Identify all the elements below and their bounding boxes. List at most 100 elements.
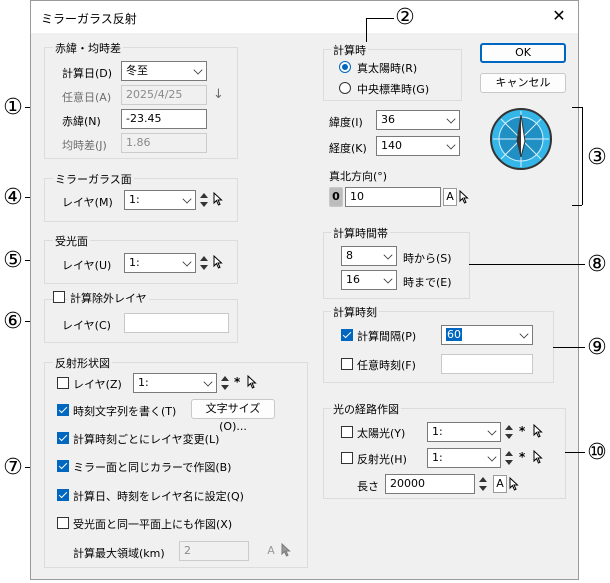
chevron-down-icon [446, 140, 456, 150]
write-time-label[interactable]: 時刻文字列を書く(T) [73, 405, 177, 418]
receiving-surface-group-title: 受光面 [53, 233, 90, 249]
exclude-layer-input[interactable] [124, 313, 229, 333]
length-input[interactable]: 20000 [385, 474, 475, 494]
max-area-a-button[interactable]: A [267, 544, 275, 557]
ok-button[interactable]: OK [480, 43, 566, 63]
reflected-layer-spinner[interactable] [504, 448, 514, 468]
any-time-input[interactable] [441, 354, 533, 374]
pick-cursor-icon[interactable] [509, 477, 519, 491]
close-icon[interactable]: ✕ [552, 6, 566, 25]
time-band-group [323, 232, 470, 299]
set-layer-name-label[interactable]: 計算日、時刻をレイヤ名に設定(Q) [73, 490, 244, 503]
mirror-layer-spinner[interactable] [199, 190, 209, 210]
time-to-label: 時まで(E) [403, 276, 452, 289]
callout-2-line-v [366, 18, 367, 42]
sunlight-checkbox[interactable] [341, 426, 353, 438]
chevron-down-icon [182, 194, 192, 204]
pick-cursor-icon[interactable] [533, 424, 543, 438]
pick-cursor-icon[interactable] [281, 543, 291, 557]
any-time-checkbox[interactable] [341, 358, 353, 370]
interval-select[interactable]: 60 [441, 325, 533, 345]
exclude-layer-group-title[interactable]: 計算除外レイヤ [68, 290, 149, 306]
set-layer-name-checkbox[interactable] [57, 489, 69, 501]
latitude-select[interactable]: 36 [376, 110, 460, 130]
calc-date-label: 計算日(D) [62, 67, 113, 80]
sunlight-label[interactable]: 太陽光(Y) [357, 427, 406, 440]
callout-5: ⑤ [3, 248, 23, 273]
equation-of-time-label: 均時差(J) [62, 139, 107, 152]
receiving-layer-spinner[interactable] [199, 253, 209, 273]
dialog-title: ミラーガラス反射 [41, 12, 137, 26]
reflected-light-checkbox[interactable] [341, 452, 353, 464]
declination-input[interactable]: -23.45 [121, 109, 207, 129]
callout-7: ⑦ [3, 455, 23, 480]
reflect-layer-label[interactable]: レイヤ(Z) [73, 378, 122, 391]
longitude-select[interactable]: 140 [376, 136, 460, 156]
mirror-surface-group [44, 178, 238, 222]
time-from-label: 時から(S) [403, 252, 452, 265]
reflect-layer-select[interactable]: 1: [133, 373, 217, 393]
reflect-layer-spinner[interactable] [220, 373, 230, 393]
arrow-down-icon[interactable]: ↓ [213, 87, 224, 102]
time-from-select[interactable]: 8 [341, 246, 397, 266]
any-date-input[interactable]: 2025/4/25 [121, 85, 207, 105]
same-color-label[interactable]: ミラー面と同じカラーで作図(B) [73, 461, 232, 474]
pick-cursor-icon[interactable] [459, 190, 469, 204]
solar-time-radio[interactable] [339, 61, 351, 73]
chevron-down-icon [182, 257, 192, 267]
calc-time-group-title: 計算時 [331, 42, 368, 58]
mirror-surface-group-title: ミラーガラス面 [53, 171, 134, 187]
solar-time-label[interactable]: 真太陽時(R) [357, 62, 418, 75]
max-area-input[interactable]: 2 [179, 541, 249, 561]
north-zero-button[interactable]: 0 [329, 187, 343, 207]
chevron-down-icon [203, 377, 213, 387]
reflected-light-label[interactable]: 反射光(H) [357, 453, 407, 466]
length-spinner[interactable] [478, 474, 488, 494]
any-date-label: 任意日(A) [62, 91, 112, 104]
equation-of-time-input[interactable]: 1.86 [121, 133, 207, 153]
chevron-down-icon [487, 452, 497, 462]
standard-time-label[interactable]: 中央標準時(G) [357, 83, 430, 96]
asterisk-icon[interactable]: * [519, 450, 526, 464]
same-plane-checkbox[interactable] [57, 517, 69, 529]
callout-3-bracket-bottom [572, 205, 582, 206]
pick-cursor-icon[interactable] [533, 450, 543, 464]
asterisk-icon[interactable]: * [519, 424, 526, 438]
title-bar: ミラーガラス反射 ✕ [31, 1, 578, 33]
north-a-button[interactable]: A [443, 188, 457, 206]
write-time-checkbox[interactable] [57, 404, 69, 416]
sunlight-layer-spinner[interactable] [504, 422, 514, 442]
pick-cursor-icon[interactable] [213, 192, 223, 206]
reflect-layer-checkbox[interactable] [57, 377, 69, 389]
text-size-button[interactable]: 文字サイズ(O)... [191, 399, 275, 433]
per-time-layer-label[interactable]: 計算時刻ごとにレイヤ変更(L) [73, 433, 220, 446]
length-a-button[interactable]: A [493, 475, 507, 493]
same-color-checkbox[interactable] [57, 460, 69, 472]
latitude-value: 36 [381, 113, 395, 126]
sunlight-layer-select[interactable]: 1: [427, 422, 501, 442]
cancel-button[interactable]: キャンセル [480, 73, 566, 93]
any-time-label[interactable]: 任意時刻(F) [357, 359, 416, 372]
reflected-layer-select[interactable]: 1: [427, 448, 501, 468]
pick-cursor-icon[interactable] [213, 255, 223, 269]
time-band-group-title: 計算時間帯 [331, 225, 390, 241]
callout-3-bracket-v [582, 107, 583, 205]
mirror-glass-dialog: ミラーガラス反射 ✕ 赤緯・均時差 計算日(D) 冬至 任意日(A) 2025/… [30, 0, 579, 580]
chevron-down-icon [519, 329, 529, 339]
per-time-layer-checkbox[interactable] [57, 432, 69, 444]
time-to-select[interactable]: 16 [341, 270, 397, 290]
reflected-layer-value: 1: [432, 451, 443, 464]
true-north-input[interactable]: 10 [345, 187, 441, 207]
exclude-layer-checkbox[interactable] [53, 291, 65, 303]
light-path-group [323, 408, 566, 499]
interval-label[interactable]: 計算間隔(P) [357, 330, 417, 343]
callout-2-line-h [366, 18, 394, 19]
mirror-layer-select[interactable]: 1: [124, 190, 196, 210]
same-plane-label[interactable]: 受光面と同一平面上にも作図(X) [73, 518, 233, 531]
receiving-layer-select[interactable]: 1: [124, 253, 196, 273]
asterisk-icon[interactable]: * [234, 375, 241, 389]
interval-checkbox[interactable] [341, 329, 353, 341]
calc-date-select[interactable]: 冬至 [121, 61, 207, 81]
standard-time-radio[interactable] [339, 82, 351, 94]
pick-cursor-icon[interactable] [247, 375, 257, 389]
